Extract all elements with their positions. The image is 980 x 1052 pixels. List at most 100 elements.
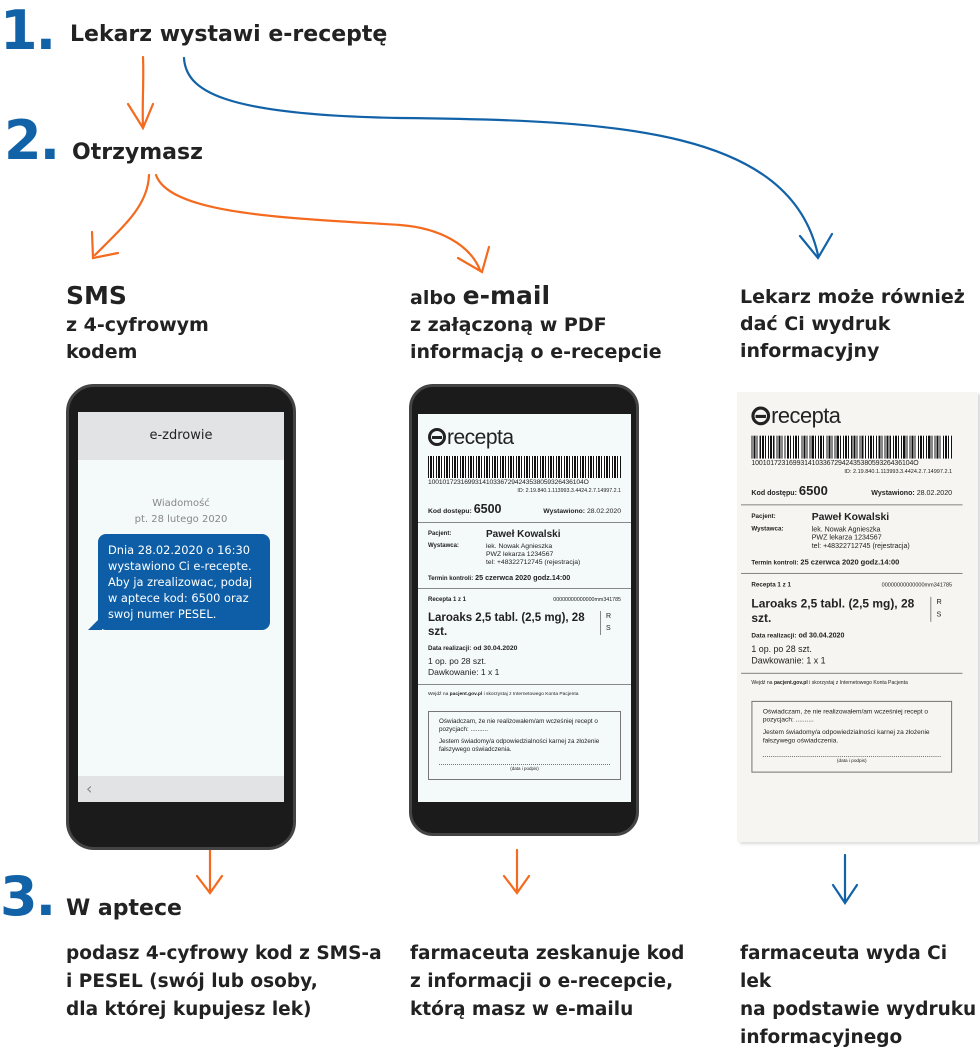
portal-link[interactable]: pacjent.gov.pl [449,692,483,697]
signature-line: (data i podpis) [762,756,941,765]
prescription-id: ID: 2.19.840.1.113993.3.4424.2.7.14997.2… [517,488,621,494]
prescription-pdf: recepta 10010172316993141033672942435380… [418,414,631,780]
sms-message: Dnia 28.02.2020 o 16:30 wystawiono Ci e-… [88,534,270,630]
step-1-label: Lekarz wystawi e-receptę [70,22,388,47]
caption-line: informacją o e-recepcie [410,341,662,363]
quantity: 1 op. po 28 szt. [751,643,812,655]
patient-label: Pacjent: [428,531,452,537]
email-screen: recepta 10010172316993141033672942435380… [418,414,631,802]
s-mark: S [605,625,611,632]
logo-e-icon [751,406,771,426]
access-label: Kod dostępu: [428,508,472,515]
erecepta-logo: recepta [741,392,963,436]
recipe-label: Recepta 1 z 1 [751,582,791,589]
pharmacy-email-text: farmaceuta zeskanuje kod z informacji o … [410,940,684,1024]
issued-date: 28.02.2020 [586,508,621,515]
portal-pre: Wejdź na [751,681,773,687]
portal-link[interactable]: pacjent.gov.pl [773,681,808,687]
text-line: informacyjnego [740,1027,903,1048]
arrow-step1-to-step2 [126,55,155,131]
sms-sender: e-zdrowie [78,412,284,460]
issuer-label: Wystawca: [428,543,459,549]
r-mark: R [936,598,942,607]
arrow-email-to-pharmacy [502,848,531,895]
statement-box: Oświadczam, że nie realizowałem/am wcześ… [751,700,953,773]
step-3-label: W aptece [66,896,182,921]
text-line: farmaceuta wyda Ci lek [740,943,948,992]
email-caption: albo e-mail z załączoną w PDF informacją… [410,282,662,366]
issued-label: Wystawiono: [871,489,915,498]
portal-post: i skorzystaj z Internetowego Konta Pacje… [483,692,579,697]
flow-arrows [90,55,859,905]
statement-1: Oświadczam, że nie realizowałem/am wcześ… [439,718,598,733]
barcode [751,435,953,459]
step-2-number: 2. [4,109,60,172]
arrow-print-to-pharmacy [831,853,859,905]
back-icon[interactable]: ‹ [86,779,93,798]
caption-prefix: albo [410,287,456,309]
dosage: Dawkowanie: 1 x 1 [751,655,826,666]
barcode [428,456,621,478]
control-value: 25 czerwca 2020 godz.14:00 [800,557,900,567]
arrow-sms-to-pharmacy [195,848,224,895]
pharmacy-sms-text: podasz 4-cyfrowy kod z SMS-a i PESEL (sw… [66,940,382,1024]
barcode-number: 1001017231699314103367294243538059326436… [428,479,589,486]
sms-screen: e-zdrowie Wiadomość pt. 28 lutego 2020 D… [78,412,284,802]
patient-name: Paweł Kowalski [486,529,561,540]
caption-line: Lekarz może również [740,286,965,308]
sms-caption: SMS z 4-cyfrowym kodem [66,282,209,366]
issuer-line: PWZ lekarza 1234567 [486,551,554,558]
step-3-number: 3. [0,865,56,928]
issued-label: Wystawiono: [543,508,586,515]
portal-pre: Wejdź na [428,692,449,697]
issuer-label: Wystawca: [751,526,784,533]
text-line: i PESEL (swój lub osoby, [66,971,318,992]
print-caption: Lekarz może również dać Ci wydruk inform… [740,284,965,365]
dosage: Dawkowanie: 1 x 1 [428,667,500,677]
sms-bottom-bar: ‹ [78,776,284,802]
text-line: podasz 4-cyfrowy kod z SMS-a [66,943,382,964]
caption-line: z załączoną w PDF [410,314,607,336]
issuer-line: lek. Nowak Agnieszka [486,543,553,550]
drug-name: Laroaks 2,5 tabl. (2,5 mg), 28 szt. [428,612,585,638]
arrow-to-printout [182,56,834,260]
arrow-to-sms [90,173,151,260]
sms-title: SMS [66,281,127,310]
date-label: Data realizacji: [751,632,797,640]
recipe-code: 00000000000000mm341785 [553,597,621,603]
signature-line: (data i podpis) [439,764,610,773]
logo-text: recepta [447,426,514,449]
arrow-to-email [154,173,491,274]
logo-text: recepta [771,404,841,429]
access-label: Kod dostępu: [751,489,797,498]
access-code: 6500 [798,483,828,499]
erecepta-logo: recepta [418,414,631,456]
text-line: dla której kupujesz lek) [66,999,312,1020]
email-phone: recepta 10010172316993141033672942435380… [409,384,639,836]
statement-2: Jestem świadomy/a odpowiedzialności karn… [439,738,600,753]
prescription-id: ID: 2.19.840.1.113993.3.4424.2.7.14997.2… [844,468,953,476]
recipe-code: 00000000000000mm341785 [881,582,953,589]
text-line: z informacji o e-recepcie, [410,971,674,992]
statement-1: Oświadczam, że nie realizowałem/am wcześ… [762,708,929,724]
issuer-line: lek. Nowak Agnieszka [811,526,881,534]
patient-name: Paweł Kowalski [811,511,890,524]
issuer-line: PWZ lekarza 1234567 [811,534,882,542]
control-label: Termin kontroli: [751,560,799,567]
barcode-number: 1001017231699314103367294243538059326436… [751,459,919,467]
pharmacy-print-text: farmaceuta wyda Ci lek na podstawie wydr… [740,940,980,1052]
issued-date: 28.02.2020 [916,489,953,498]
step-2-label: Otrzymasz [72,140,203,165]
sms-meta-label: Wiadomość [152,498,210,509]
caption-line: z 4-cyfrowym [66,314,209,336]
sms-meta: Wiadomość pt. 28 lutego 2020 [78,496,284,528]
portal-post: i skorzystaj z Internetowego Konta Pacje… [809,681,908,687]
r-mark: R [605,613,611,620]
caption-line: dać Ci wydruk [740,313,891,335]
text-line: na podstawie wydruku [740,999,977,1020]
text-line: którą masz w e-mailu [410,999,634,1020]
step-1-number: 1. [0,0,56,62]
patient-label: Pacjent: [751,513,776,520]
